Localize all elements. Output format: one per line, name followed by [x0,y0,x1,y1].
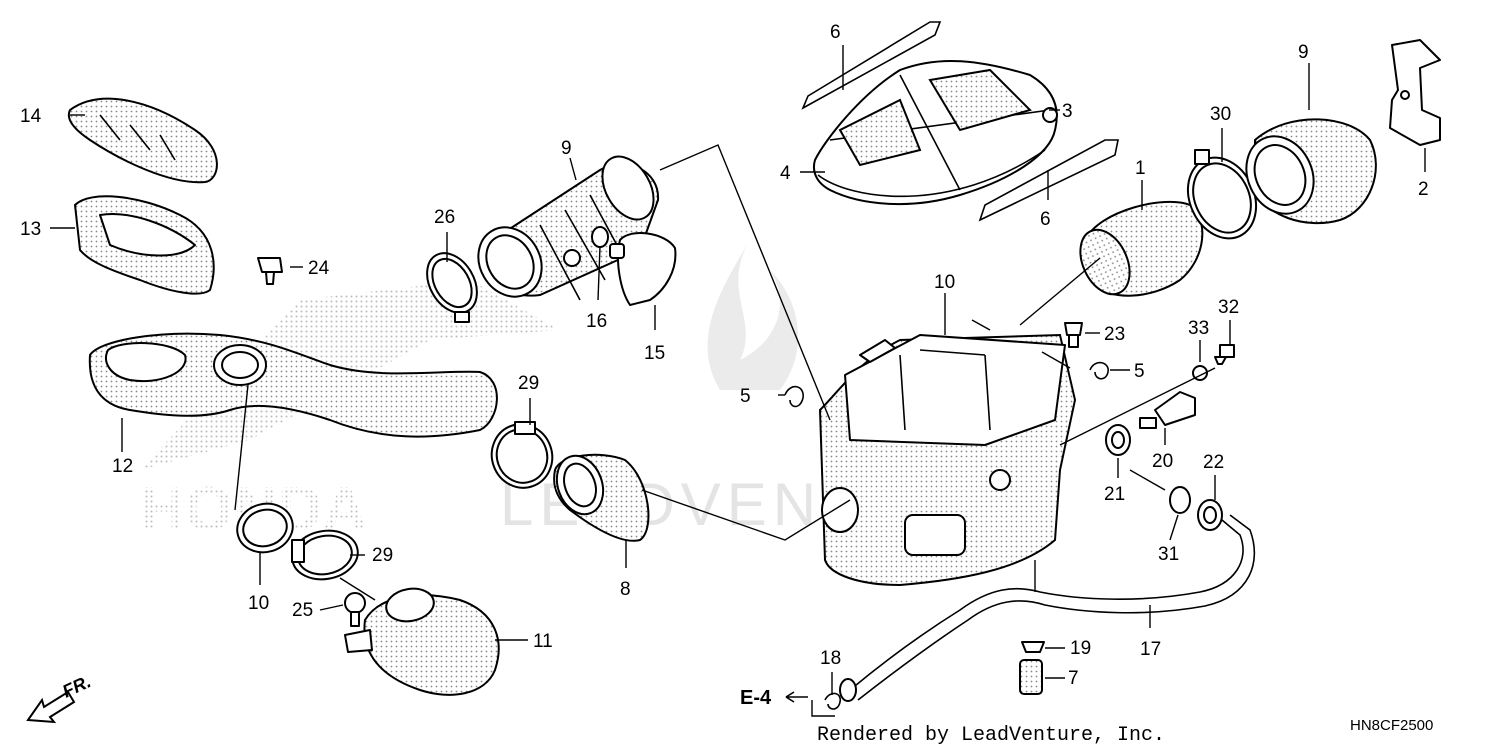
callout-21: 19 [1070,638,1091,659]
part-15-duct-cover [73,195,215,295]
part-7-cap [1019,659,1043,695]
callout-28: 26 [434,207,455,228]
reference-e4[interactable]: E-4 [740,687,808,709]
callout-2: 2 [1418,179,1429,200]
callout-29-upper: 29 [518,373,539,394]
callout-29-lower: 29 [372,545,393,566]
callout-3: 3 [1062,101,1073,122]
callout-1: 1 [1135,158,1146,179]
callout-6-upper: 6 [830,22,841,43]
part-2-bracket [1389,39,1441,146]
part-25-bolt [1064,322,1083,348]
part-27-valve [344,592,366,627]
part-6-wire-upper [801,21,942,110]
part-30-band [1186,149,1258,240]
part-29-clamp-upper [490,421,554,489]
callout-10: 10 [934,272,955,293]
leader-lines [50,45,1426,717]
callout-27: 25 [292,600,313,621]
callout-18: 16 [586,311,607,332]
callout-25: 23 [1104,324,1125,345]
part-4-case-cover [812,59,1058,206]
part-5-clip-left [784,385,804,408]
front-marker: FR. [26,671,94,724]
front-arrow-icon [26,690,76,724]
part-6-wire-lower [978,139,1119,222]
part-18-clip [591,226,609,248]
part-14-intake-duct [88,332,498,438]
callout-31: 31 [1158,544,1179,565]
callout-14: 12 [112,456,133,477]
part-20-clip [824,692,841,710]
part-32-screw [1214,344,1235,365]
callout-13: 11 [533,631,553,652]
reference-arrow-icon [785,691,808,703]
callout-23: 21 [1104,484,1125,505]
part-13-chamber [344,587,500,696]
callout-9: 9 [561,138,572,159]
footer-credit: Rendered by LeadVenture, Inc. [817,724,1165,747]
callout-24: 22 [1203,452,1224,473]
callout-26: 24 [308,258,330,279]
diagram-code: HN8CF2500 [1350,717,1433,734]
callout-5-right: 5 [1134,361,1145,382]
reference-label[interactable]: E-4 [740,687,772,709]
callout-19: 17 [1140,639,1161,660]
part-23-grommet [1105,424,1131,456]
part-3-nut [1042,107,1058,123]
callout-30: 30 [1210,104,1231,125]
part-9-connecting-tube [477,155,660,301]
callout-20: 18 [820,648,841,669]
part-24-grommet [1197,499,1223,531]
part-12-joint [236,502,294,554]
part-17-block [609,232,677,306]
part-10-air-cleaner-case [818,333,1077,587]
part-8-joint [553,453,650,542]
callout-16: 14 [20,106,42,127]
part-1-element [1079,201,1204,297]
part-29-clamp-lower [291,529,359,581]
part-31-plug [1169,486,1191,514]
part-11-cap [1245,118,1377,225]
callout-4: 4 [780,163,791,184]
part-16-cover [67,97,218,184]
part-5-clip-right [1089,361,1109,380]
callout-7: 7 [1068,668,1079,689]
callout-32: 32 [1218,297,1239,318]
callout-33: 33 [1188,318,1209,339]
part-28-clamp [426,252,478,323]
part-21-clip [1021,641,1045,653]
callout-15: 13 [20,219,41,240]
leadventure-flame-watermark [707,240,799,390]
callout-5-left: 5 [740,386,751,407]
part-22-sensor [1139,391,1196,429]
callout-6-lower: 6 [1040,209,1051,230]
callout-12: 10 [248,593,269,614]
callout-8: 8 [620,579,631,600]
callout-numbers: 14 13 24 26 9 12 16 15 29 8 10 29 25 11 … [20,22,1429,689]
part-19-drain-tube [839,514,1256,702]
part-26-bolt [257,257,283,285]
callout-22: 20 [1152,451,1173,472]
callout-17: 15 [644,343,665,364]
callout-11: 9 [1298,42,1309,63]
